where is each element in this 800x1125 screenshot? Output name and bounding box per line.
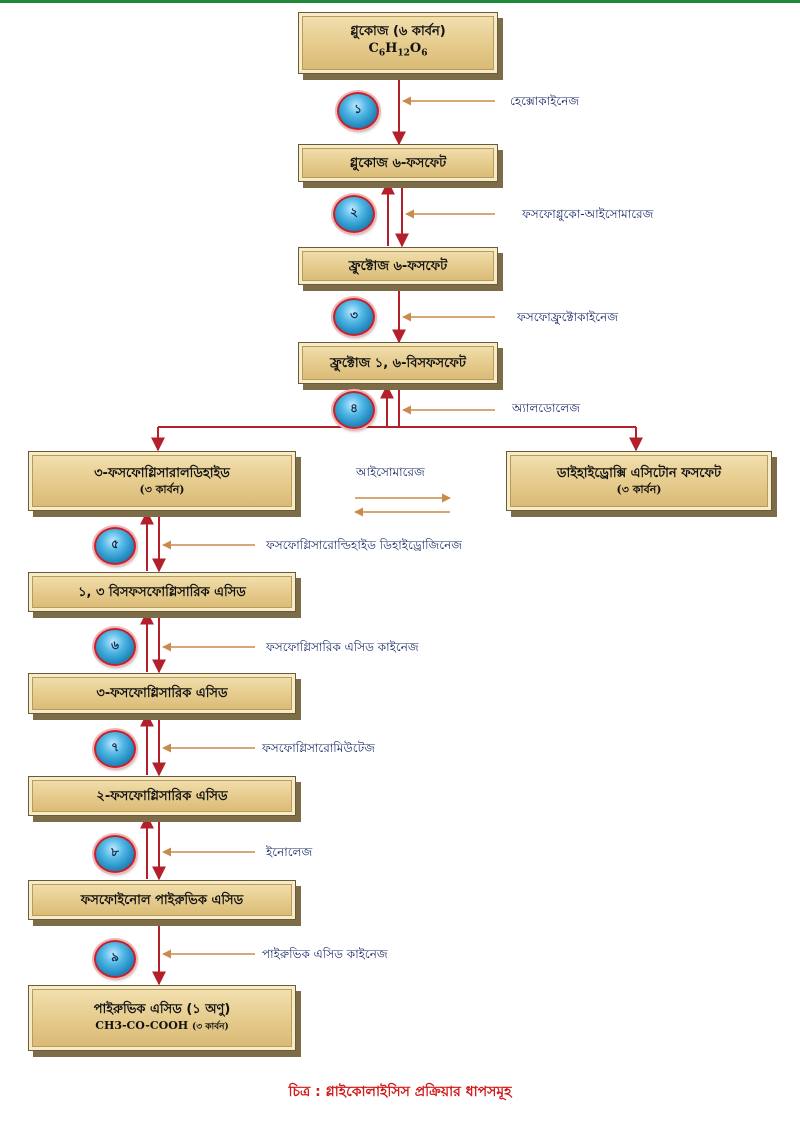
step-1-badge: ১: [337, 92, 379, 130]
step-3-badge: ৩: [333, 298, 375, 336]
dhap-box: ডাইহাইড্রোক্সি এসিটোন ফসফেট (৩ কার্বন): [506, 451, 772, 511]
enzyme-enolase: ইনোলেজ: [266, 845, 313, 859]
step-4-badge: ৪: [333, 391, 375, 429]
step-7-badge: ৭: [94, 730, 136, 768]
g6p-title: গ্লুকোজ ৬-ফসফেট: [349, 155, 447, 171]
f6p-box: ফ্রুক্টোজ ৬-ফসফেট: [298, 247, 498, 285]
step-8-badge: ৮: [94, 835, 136, 873]
enzyme-phosphoglyceromutase: ফসফোগ্লিসারোমিউটেজ: [262, 741, 375, 755]
g6p-box: গ্লুকোজ ৬-ফসফেট: [298, 144, 498, 182]
step-2-badge: ২: [333, 195, 375, 233]
pg3-title: ৩-ফসফোগ্লিসারিক এসিড: [96, 686, 228, 701]
figure-caption: চিত্র : গ্লাইকোলাইসিস প্রক্রিয়ার ধাপসমূ…: [288, 1084, 512, 1100]
bpg-box: ১, ৩ বিসফসফোগ্লিসারিক এসিড: [28, 572, 296, 612]
enzyme-hexokinase: হেক্সোকাইনেজ: [510, 94, 580, 108]
f6p-title: ফ্রুক্টোজ ৬-ফসফেট: [348, 258, 448, 274]
pyruvate-formula: CH3-CO-COOH (৩ কার্বন): [95, 1019, 229, 1032]
f16bp-box: ফ্রুক্টোজ ১, ৬-বিসফসফেট: [298, 342, 498, 384]
step-6-badge: ৬: [94, 628, 136, 666]
g3p-carbon: (৩ কার্বন): [139, 483, 185, 496]
enzyme-phosphofructokinase: ফসফোফ্রুক্টোকাইনেজ: [517, 310, 618, 324]
enzyme-aldolase: অ্যালডোলেজ: [512, 401, 580, 415]
step-5-badge: ৫: [94, 527, 136, 565]
g3p-title: ৩-ফসফোগ্লিসারালডিহাইড: [94, 466, 230, 481]
step-9-badge: ৯: [94, 940, 136, 978]
top-border: [0, 0, 800, 3]
pyruvate-box: পাইরুভিক এসিড (১ অণু) CH3-CO-COOH (৩ কার…: [28, 985, 296, 1051]
enzyme-pyruvate-kinase: পাইরুভিক এসিড কাইনেজ: [262, 947, 388, 961]
glucose-title: গ্লুকোজ (৬ কার্বন): [350, 24, 446, 40]
pg2-box: ২-ফসফোগ্লিসারিক এসিড: [28, 776, 296, 816]
dhap-title: ডাইহাইড্রোক্সি এসিটোন ফসফেট: [556, 466, 722, 481]
g3p-box: ৩-ফসফোগ্লিসারালডিহাইড (৩ কার্বন): [28, 451, 296, 511]
enzyme-isomerase: আইসোমারেজ: [356, 465, 425, 479]
enzyme-g3p-dehydrogenase: ফসফোগ্লিসারোল্ডিহাইড ডিহাইড্রোজিনেজ: [266, 538, 463, 552]
pep-box: ফসফোইনোল পাইরুভিক এসিড: [28, 880, 296, 920]
glucose-formula: C6H12O6: [368, 41, 428, 59]
pyruvate-title: পাইরুভিক এসিড (১ অণু): [93, 1002, 231, 1017]
enzyme-phosphoglycerate-kinase: ফসফোগ্লিসারিক এসিড কাইনেজ: [266, 640, 419, 654]
bpg-title: ১, ৩ বিসফসফোগ্লিসারিক এসিড: [78, 584, 246, 600]
pg3-box: ৩-ফসফোগ্লিসারিক এসিড: [28, 673, 296, 714]
glucose-box: গ্লুকোজ (৬ কার্বন) C6H12O6: [298, 12, 498, 74]
pep-title: ফসফোইনোল পাইরুভিক এসিড: [80, 892, 244, 908]
enzyme-phosphoglucoisomerase: ফসফোগ্লুকো-আইসোমারেজ: [522, 207, 654, 221]
f16bp-title: ফ্রুক্টোজ ১, ৬-বিসফসফেট: [330, 355, 466, 371]
dhap-carbon: (৩ কার্বন): [616, 483, 662, 496]
pg2-title: ২-ফসফোগ্লিসারিক এসিড: [96, 788, 228, 804]
